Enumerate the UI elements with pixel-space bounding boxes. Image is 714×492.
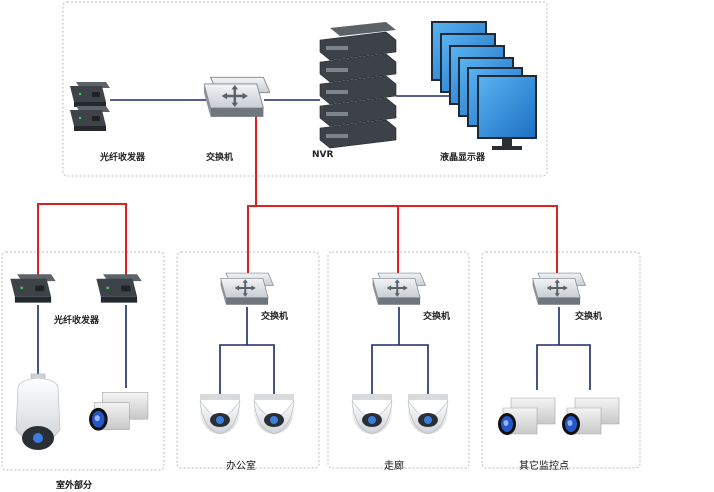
bullet-camera-icon (497, 397, 556, 436)
outdoor-group-box (1, 251, 165, 471)
office-switch-label: 交换机 (261, 312, 289, 322)
office-group-box (176, 251, 320, 469)
other-group-box (481, 251, 641, 469)
outdoor-fiber-label: 光纤收发器 (54, 316, 100, 326)
core-switch-label: 交换机 (206, 153, 234, 163)
nvr-label: NVR (312, 150, 334, 160)
group-name-office: 办公室 (226, 461, 256, 472)
group-name-other: 其它监控点 (519, 461, 569, 472)
fiber-transceiver-label: 光纤收发器 (100, 153, 146, 163)
fiber-links (37, 112, 558, 292)
other-switch-icon (532, 272, 586, 306)
bullet-camera-icon (561, 397, 620, 436)
core-switch-icon (204, 76, 270, 119)
dome-camera-icon (199, 393, 241, 435)
core-group-box (62, 1, 548, 177)
lan-links (37, 95, 591, 394)
dome-camera-icon (253, 393, 295, 435)
fiber-transceiver-icon (70, 106, 110, 131)
speed-dome-camera-icon (15, 373, 61, 450)
fiber-transceiver-icon (10, 274, 56, 303)
group-name-corridor: 走廊 (384, 461, 404, 472)
dome-camera-icon (407, 393, 449, 435)
corridor-switch-label: 交换机 (423, 312, 451, 322)
fiber-transceiver-icon (96, 274, 142, 303)
corridor-switch-icon (372, 272, 426, 306)
dome-camera-icon (351, 393, 393, 435)
lcd-monitor-label: 液晶显示器 (440, 153, 486, 163)
corridor-group-box (327, 251, 470, 469)
other-switch-label: 交换机 (575, 312, 603, 322)
fiber-transceiver-icon (70, 82, 110, 107)
office-switch-icon (220, 272, 274, 306)
group-name-outdoor: 室外部分 (56, 481, 93, 491)
bullet-camera-icon (88, 391, 149, 432)
nvr-icon (319, 22, 397, 149)
lcd-monitors-icon (431, 21, 537, 150)
